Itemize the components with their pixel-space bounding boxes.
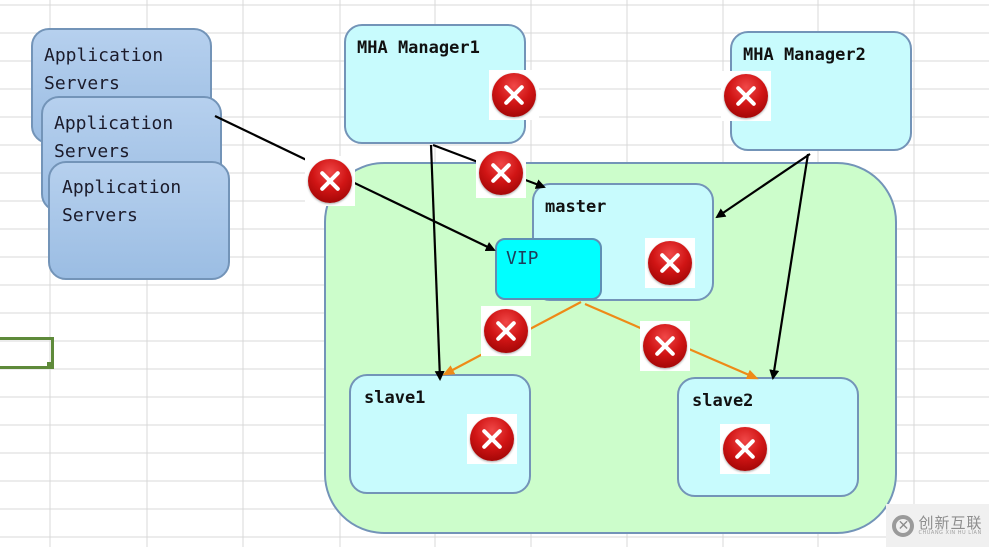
watermark-logo-icon: ✕ (892, 514, 915, 537)
mha-manager1-label: MHA Manager1 (357, 38, 480, 58)
mha-manager2-label: MHA Manager2 (743, 45, 866, 65)
selected-cell[interactable] (0, 337, 54, 369)
error-x-circle-icon (640, 321, 690, 371)
app-server-label: Application Servers (62, 177, 182, 226)
watermark-subtext: CHUANG XIN HU LIAN (918, 529, 982, 536)
app-server-label: Application Servers (44, 45, 164, 94)
slave1-box[interactable]: slave1 (349, 374, 531, 494)
error-x-circle-icon (720, 424, 770, 474)
error-x-circle-icon (721, 71, 771, 121)
slave1-label: slave1 (364, 388, 426, 408)
app-server-label: Application Servers (54, 113, 174, 162)
error-x-circle-icon (645, 238, 695, 288)
vip-label: VIP (506, 248, 539, 269)
error-x-circle-icon (476, 148, 526, 198)
error-x-circle-icon (489, 70, 539, 120)
vip-box[interactable]: VIP (495, 238, 602, 300)
error-x-circle-icon (481, 306, 531, 356)
slave2-label: slave2 (692, 391, 754, 411)
error-x-circle-icon (467, 414, 517, 464)
error-x-circle-icon (305, 156, 355, 206)
fill-handle[interactable] (47, 362, 52, 367)
app-server-box-3[interactable]: Application Servers (48, 161, 230, 280)
watermark: ✕ 创新互联 CHUANG XIN HU LIAN (886, 504, 989, 547)
watermark-text: 创新互联 (918, 513, 983, 532)
master-label: master (545, 197, 607, 217)
